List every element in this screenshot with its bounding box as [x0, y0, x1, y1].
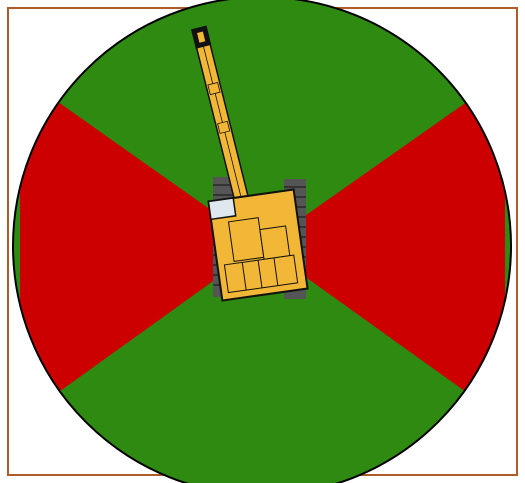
crane-cab — [208, 190, 307, 301]
crane-operator-window — [208, 198, 235, 219]
